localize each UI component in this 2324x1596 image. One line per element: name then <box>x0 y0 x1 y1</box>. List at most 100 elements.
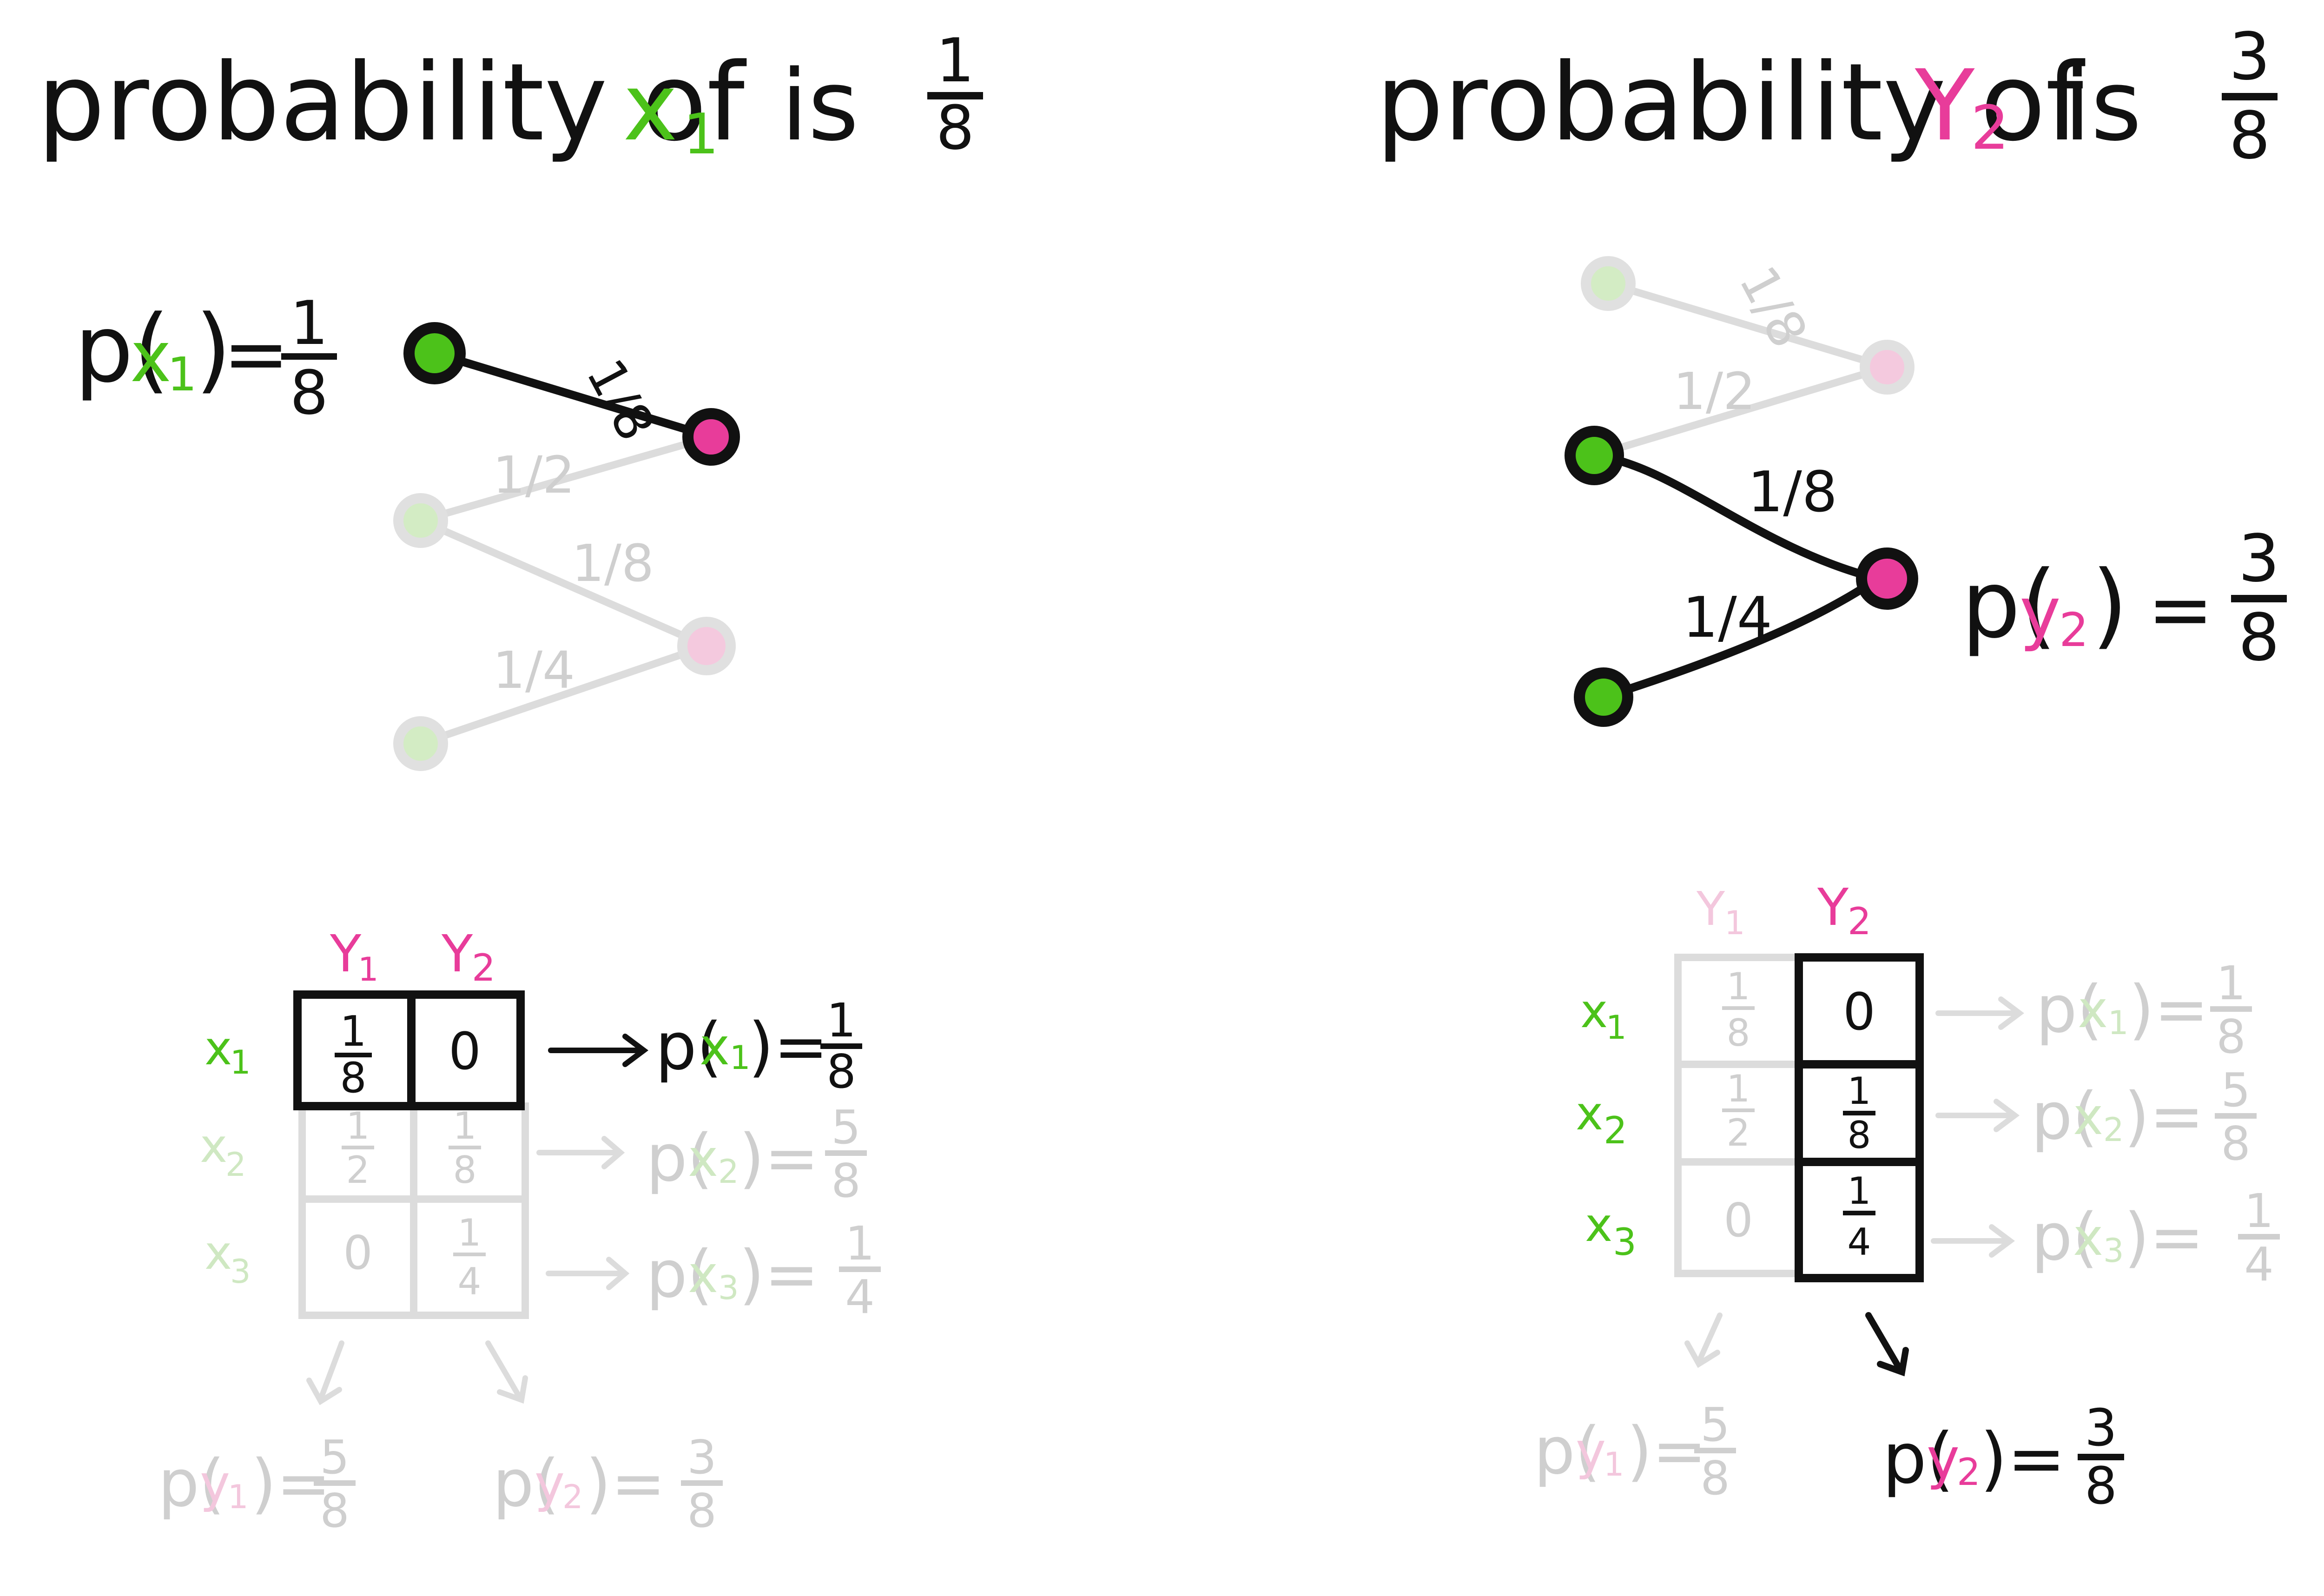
left-res-r2-var: x <box>688 1128 718 1188</box>
right-title-den: 8 <box>2229 98 2270 174</box>
right-grid-col2 <box>1795 953 1924 1282</box>
left-title-den: 8 <box>936 92 975 163</box>
right-cell-r3c2-bar <box>1843 1211 1875 1215</box>
left-edge-label-1-4: 1/4 <box>493 640 575 700</box>
left-res-c1-sub: 1 <box>228 1478 249 1516</box>
right-arrow-r3-head <box>1989 1224 2015 1258</box>
left-edge-label-1-8b: 1/8 <box>572 534 654 593</box>
left-res-r3-num: 1 <box>845 1216 875 1271</box>
left-row-x3: x <box>205 1226 232 1280</box>
right-res-r3-sub: 3 <box>2103 1232 2124 1270</box>
left-res-r1-p: p( <box>655 1009 722 1085</box>
left-formula-var: x <box>130 317 172 398</box>
right-edge-x3-y2 <box>1599 574 1882 701</box>
left-node-y2 <box>682 408 740 466</box>
left-table: Y 1 Y 2 x 1 x 2 x 3 1 8 0 1 2 1 8 0 1 4 <box>158 924 881 1538</box>
left-cell-r3c1: 0 <box>343 1226 373 1280</box>
left-res-r1-num: 1 <box>826 993 856 1048</box>
left-res-r1-sub: 1 <box>730 1039 751 1077</box>
left-res-r2-den: 8 <box>831 1154 861 1208</box>
left-res-r3-p: p( <box>646 1237 713 1312</box>
right-arrow-r2-head <box>1994 1099 2020 1132</box>
left-formula: p( x 1 ) = 1 8 <box>74 288 337 428</box>
left-title-var: x <box>623 53 678 162</box>
right-res-r1-num: 1 <box>2216 956 2246 1010</box>
right-title: probability of Y 2 is 3 8 <box>1376 19 2278 174</box>
right-res-c1-num: 5 <box>1700 1398 1730 1452</box>
left-arrow-c1 <box>318 1340 344 1402</box>
right-node-y2 <box>1856 547 1918 610</box>
right-arrow-c1-head <box>1684 1340 1720 1368</box>
right-formula-var-sub: 2 <box>2059 603 2089 657</box>
right-col-y1: Y <box>1696 882 1725 936</box>
right-edge-top <box>1604 280 1891 371</box>
right-res-r3-var: x <box>2073 1207 2103 1267</box>
left-arrow-c2 <box>485 1340 523 1402</box>
right-arrow-c2 <box>1865 1312 1904 1374</box>
left-cell-r1c1-bar <box>335 1053 372 1057</box>
left-formula-bar <box>281 353 337 360</box>
left-node-x2 <box>393 493 448 548</box>
left-res-c2-sub: 2 <box>562 1478 583 1516</box>
left-res-c1-den: 8 <box>320 1484 350 1538</box>
right-res-c1-close: )= <box>1627 1413 1707 1489</box>
right-res-r3-den: 4 <box>2244 1237 2274 1292</box>
left-res-c2-p: p( <box>493 1446 560 1522</box>
right-formula-den: 8 <box>2238 600 2279 676</box>
right-res-r2-bar <box>2215 1113 2257 1119</box>
right-res-c1-var: y <box>1576 1421 1606 1481</box>
right-formula-close: ) <box>2092 551 2128 659</box>
left-col-y2-sub: 2 <box>472 946 495 989</box>
right-res-c2-den: 8 <box>2085 1456 2117 1516</box>
left-cell-r2c1-num: 1 <box>346 1104 370 1148</box>
left-arrow-r3-head <box>606 1257 630 1290</box>
left-res-c1-bar <box>314 1480 356 1486</box>
left-formula-num: 1 <box>290 288 329 358</box>
left-row-x1-sub: 1 <box>230 1043 251 1082</box>
left-res-r2-p: p( <box>646 1121 713 1196</box>
right-res-r2-p: p( <box>2031 1079 2098 1154</box>
right-col-y2-sub: 2 <box>1848 900 1871 943</box>
right-res-c1-bar <box>1694 1448 1736 1453</box>
right-cell-r2c1-num: 1 <box>1727 1067 1750 1110</box>
left-row-x2: x <box>200 1119 227 1173</box>
left-formula-den: 8 <box>290 357 329 428</box>
right-edge-label-1-4: 1/4 <box>1683 586 1772 650</box>
right-res-c2-num: 3 <box>2085 1398 2117 1458</box>
left-res-c2-close: )= <box>586 1446 666 1522</box>
right-res-r2-num: 5 <box>2221 1063 2251 1117</box>
left-col-y2: Y <box>441 924 473 983</box>
right-cell-r3c2-num: 1 <box>1848 1169 1871 1213</box>
right-res-r1-close: )= <box>2129 972 2209 1048</box>
left-col-y1-sub: 1 <box>358 950 379 989</box>
right-node-x2 <box>1565 426 1624 485</box>
left-res-r2-num: 5 <box>831 1100 861 1154</box>
right-res-c2-bar <box>2078 1454 2124 1460</box>
right-res-c2-close: )= <box>1980 1418 2066 1499</box>
left-cell-r3c2-num: 1 <box>458 1211 482 1254</box>
right-title-mid: is <box>2064 49 2142 163</box>
left-res-c1-num: 5 <box>320 1430 350 1484</box>
right-res-r3-close: )= <box>2124 1200 2204 1275</box>
right-formula-bar <box>2231 595 2287 602</box>
left-res-r3-bar <box>839 1266 881 1272</box>
left-res-c2-num: 3 <box>687 1430 717 1484</box>
left-edge-x3-y3 <box>417 642 710 747</box>
right-edge-x2-y2 <box>1590 451 1882 583</box>
right-cell-r1c1-den: 8 <box>1727 1011 1750 1055</box>
left-res-c1-p: p( <box>158 1446 225 1522</box>
right-res-r1-bar <box>2210 1006 2252 1012</box>
right-row-x2-sub: 2 <box>1604 1109 1627 1152</box>
left-formula-p: p( <box>74 295 170 403</box>
right-res-c2-sub: 2 <box>1957 1451 1981 1494</box>
right-res-c1-p: p( <box>1534 1413 1601 1489</box>
right-row-x3-sub: 3 <box>1613 1220 1637 1264</box>
left-edge-x1-y2 <box>430 349 715 441</box>
right-res-r2-var: x <box>2073 1087 2103 1146</box>
left-node-x3 <box>393 716 448 771</box>
right-cell-r2c2-bar <box>1843 1111 1875 1115</box>
left-node-y3 <box>677 617 736 675</box>
left-cell-r1c1-den: 8 <box>340 1054 366 1102</box>
right-row-x1: x <box>1580 984 1608 1038</box>
